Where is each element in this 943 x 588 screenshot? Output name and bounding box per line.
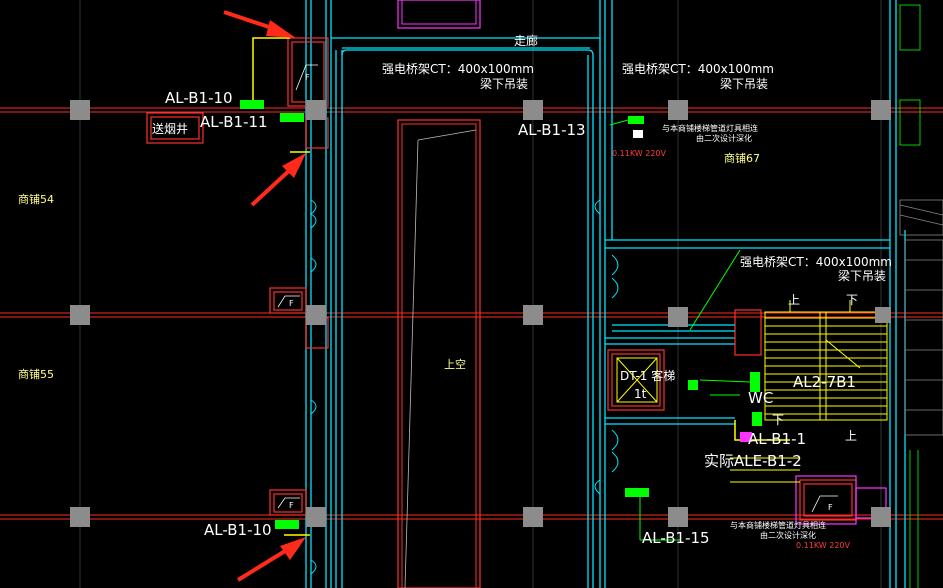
panels bbox=[240, 100, 762, 529]
yellow-wiring bbox=[252, 37, 790, 536]
power-rating-bottom: 0.11KW 220V bbox=[796, 541, 850, 550]
room-label-shop67: 商铺67 bbox=[724, 151, 760, 165]
fire-door-symbols bbox=[277, 64, 838, 513]
stair-down-label-2: 下 bbox=[772, 413, 784, 427]
room-label-shop54: 商铺54 bbox=[18, 192, 54, 206]
panel-label-al-b1-1: AL-B1-1 bbox=[748, 430, 806, 448]
room-label-shop55: 商铺55 bbox=[18, 367, 54, 381]
panel-label-al-b1-13: AL-B1-13 bbox=[518, 121, 586, 139]
panel-label-al2: AL2-7B1 bbox=[793, 373, 856, 391]
panel-label-al-b1-10-bottom: AL-B1-10 bbox=[204, 521, 272, 539]
stair bbox=[730, 300, 888, 483]
fire-door-label: F bbox=[289, 299, 294, 308]
red-rooms bbox=[146, 37, 857, 521]
cable-tray-note-mid: 梁下吊装 bbox=[838, 268, 886, 283]
axis-lines bbox=[79, 0, 882, 588]
cable-tray-note-right: 梁下吊装 bbox=[720, 76, 768, 91]
cable-tray-label-right: 强电桥架CT：400x100mm bbox=[622, 62, 774, 76]
cable-tray-label-left: 强电桥架CT：400x100mm bbox=[382, 62, 534, 76]
annotation-arrows bbox=[223, 10, 306, 582]
cable-tray-note-left: 梁下吊装 bbox=[480, 76, 528, 91]
leader-lines bbox=[609, 119, 751, 541]
elevator-capacity: 1t bbox=[634, 387, 647, 401]
facade bbox=[899, 4, 943, 588]
panel-label-al-b1-10-top: AL-B1-10 bbox=[165, 89, 233, 107]
stair-up-label: 上 bbox=[788, 293, 800, 307]
grid-lines bbox=[0, 107, 943, 520]
note-top: 与本商铺楼梯管道灯具相连 bbox=[662, 123, 758, 133]
power-rating-top: 0.11KW 220V bbox=[612, 149, 666, 158]
panel-label-actual: 实际ALE-B1-2 bbox=[704, 452, 802, 470]
void-atrium bbox=[397, 0, 481, 588]
columns bbox=[70, 100, 891, 527]
fire-door-label: F bbox=[289, 501, 294, 510]
fire-door-label: F bbox=[828, 503, 833, 512]
stair-down-label: 下 bbox=[846, 293, 858, 307]
fire-door-label: F bbox=[305, 73, 310, 82]
smoke-shaft-label: 送烟井 bbox=[152, 121, 188, 136]
wc-label: WC bbox=[748, 389, 773, 407]
panel-label-al-b1-11: AL-B1-11 bbox=[200, 113, 268, 131]
note-top-2: 由二次设计深化 bbox=[696, 133, 752, 143]
stair-up-label-2: 上 bbox=[845, 429, 857, 443]
elevator-label: DT-1 客梯 bbox=[620, 368, 675, 383]
elevator bbox=[616, 357, 658, 403]
door-swings bbox=[310, 199, 619, 575]
cable-tray-label-mid: 强电桥架CT：400x100mm bbox=[740, 255, 892, 269]
cyan-walls bbox=[305, 0, 906, 588]
corridor-label: 走廊 bbox=[514, 33, 538, 48]
panel-label-al-b1-15: AL-B1-15 bbox=[642, 529, 710, 547]
void-label: 上空 bbox=[444, 357, 466, 371]
note-bottom: 与本商铺楼梯管道灯具相连 bbox=[730, 520, 826, 530]
note-bottom-2: 由二次设计深化 bbox=[760, 530, 816, 540]
